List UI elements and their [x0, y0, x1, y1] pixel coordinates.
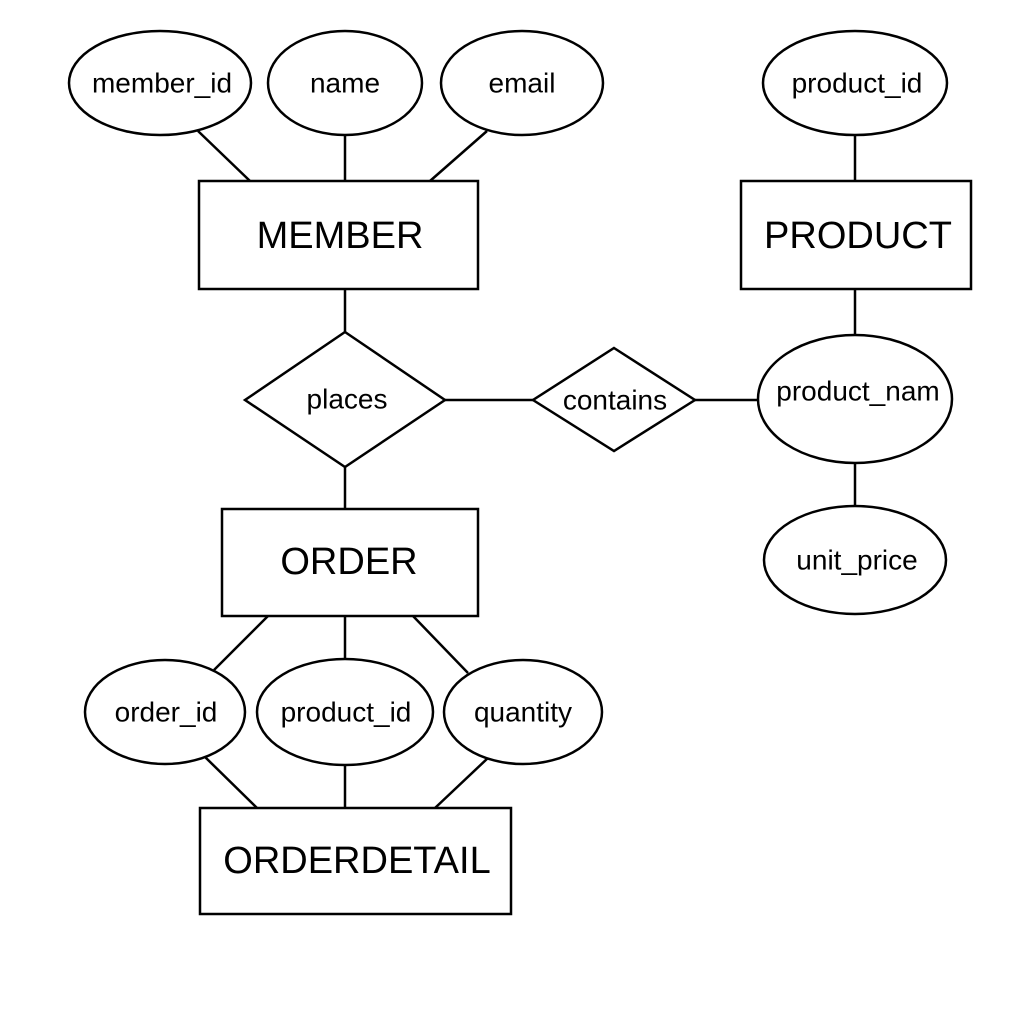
attribute-label: product_id	[281, 697, 412, 728]
entity-order: ORDER	[220, 507, 480, 618]
attribute-label: member_id	[92, 68, 232, 99]
attribute-quantity: quantity	[442, 658, 604, 766]
attribute-oval	[83, 658, 247, 766]
entity-label: ORDER	[280, 541, 417, 583]
attribute-label: name	[310, 68, 380, 99]
attribute-label: product_nam	[776, 376, 939, 407]
attribute-label: product_id	[792, 68, 923, 99]
attribute-oval	[255, 657, 435, 767]
entity-box	[197, 179, 480, 291]
attribute-member_id: member_id	[67, 29, 253, 137]
attribute-unit_price: unit_price	[762, 504, 948, 616]
edge-member_id-member	[197, 130, 251, 182]
attribute-oval	[67, 29, 253, 137]
attribute-oval	[761, 29, 949, 137]
attribute-oval	[762, 504, 948, 616]
attribute-label: quantity	[474, 697, 572, 728]
relationship-diamond	[530, 346, 698, 453]
entity-label: MEMBER	[257, 215, 424, 257]
attribute-label: order_id	[115, 697, 218, 728]
entity-label: ORDERDETAIL	[223, 840, 490, 882]
attribute-product_id: product_id	[761, 29, 949, 137]
attribute-label: email	[489, 68, 556, 99]
attribute-oval	[756, 333, 954, 465]
attribute-order-product_id: product_id	[255, 657, 435, 767]
attribute-name: name	[266, 29, 424, 137]
relationship-label: places	[307, 384, 388, 415]
edge-order_id-orderdetail	[203, 755, 258, 809]
edge-quantity-orderdetail	[434, 756, 490, 809]
attribute-oval	[266, 29, 424, 137]
attribute-label: unit_price	[796, 545, 917, 576]
connectors	[197, 130, 857, 809]
relationship-places: places	[242, 330, 448, 469]
entity-orderdetail: ORDERDETAIL	[198, 806, 513, 916]
attribute-order_id: order_id	[83, 658, 247, 766]
attribute-product_nam: product_nam	[756, 333, 954, 465]
attribute-oval	[439, 29, 605, 137]
edge-email-member	[429, 130, 488, 182]
relationship-contains: contains	[530, 346, 698, 453]
entity-product: PRODUCT	[739, 179, 973, 291]
entity-member: MEMBER	[197, 179, 480, 291]
attribute-email: email	[439, 29, 605, 137]
edge-order-order_id	[213, 615, 269, 671]
relationship-label: contains	[563, 385, 667, 416]
entity-box	[739, 179, 973, 291]
attribute-oval	[442, 658, 604, 766]
edge-order-quantity	[412, 615, 469, 674]
relationship-diamond	[242, 330, 448, 469]
entity-label: PRODUCT	[764, 215, 952, 257]
entity-box	[198, 806, 513, 916]
entity-box	[220, 507, 480, 618]
